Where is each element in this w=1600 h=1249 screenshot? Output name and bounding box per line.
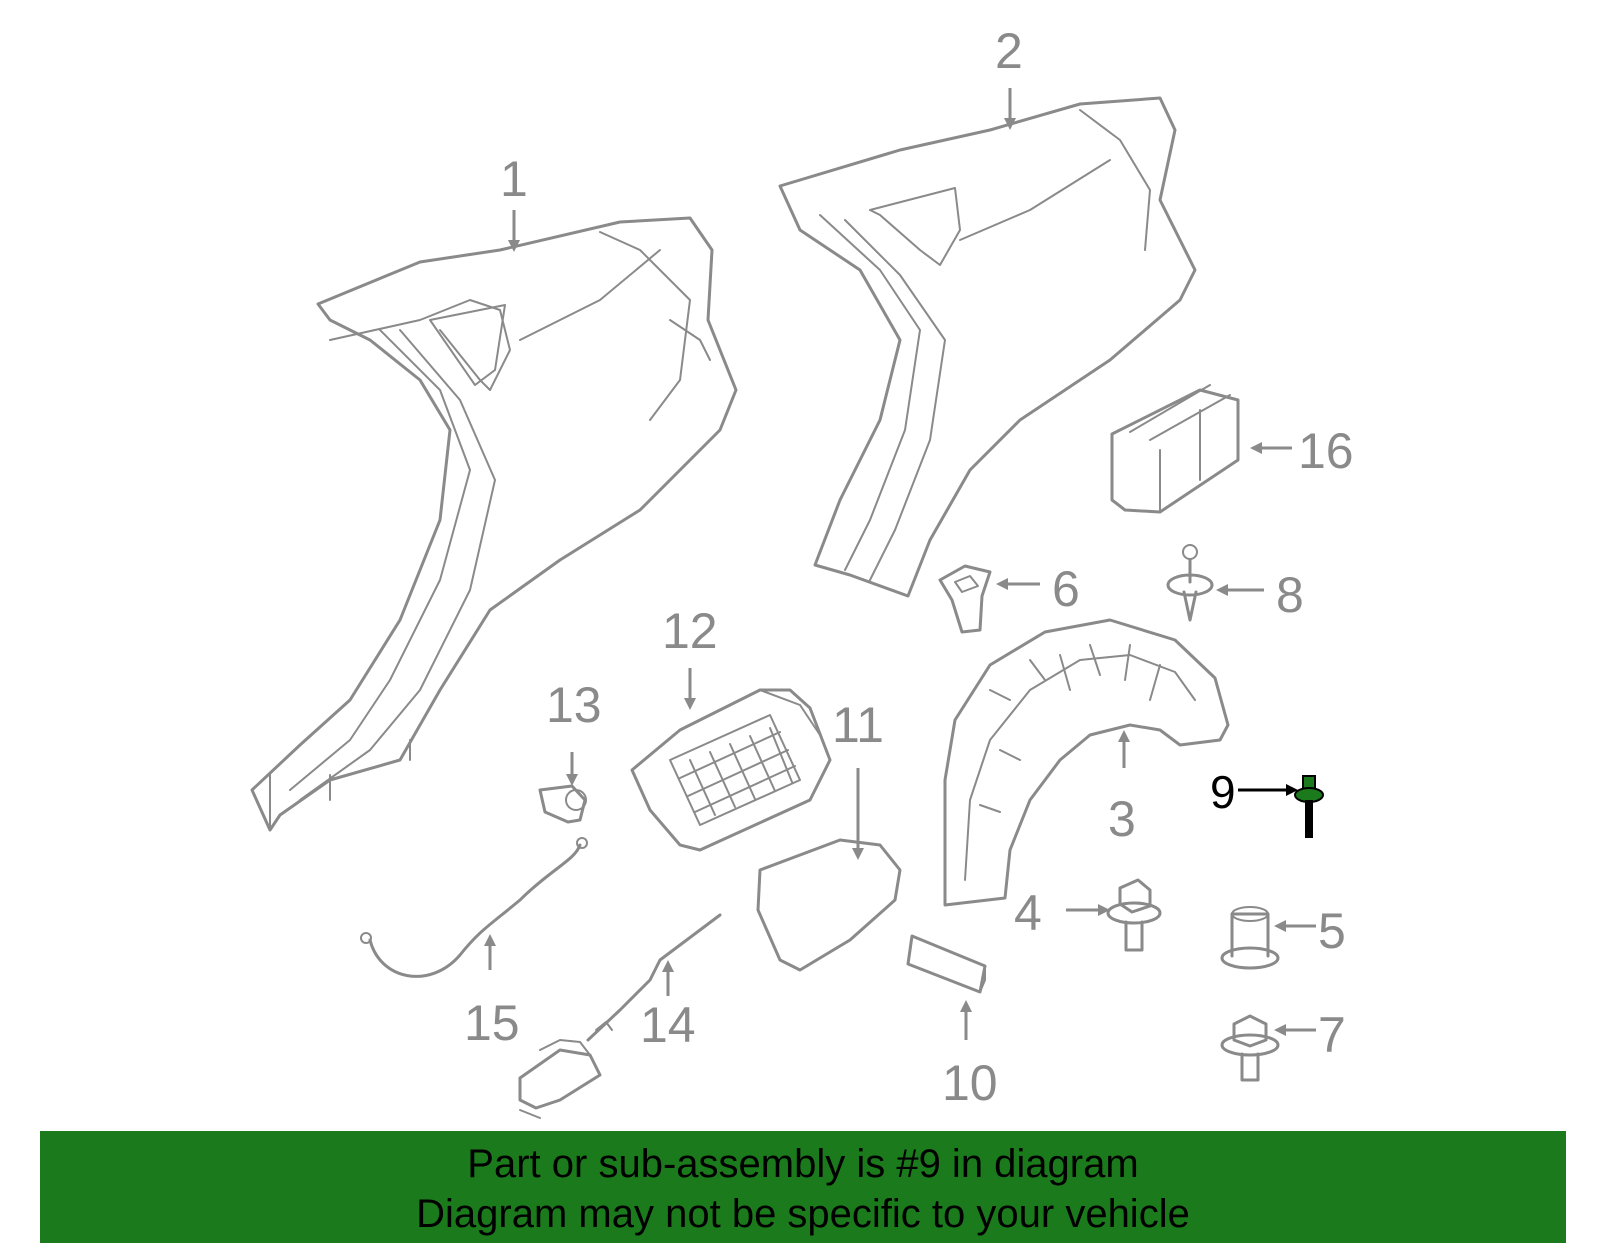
callout-1: 1 <box>500 151 528 207</box>
part-12-fuel-filler-housing[interactable] <box>630 688 832 852</box>
callout-5: 5 <box>1318 903 1346 959</box>
callout-6: 6 <box>1052 561 1080 617</box>
callout-15: 15 <box>464 995 520 1051</box>
callout-13: 13 <box>546 677 602 733</box>
part-14-actuator[interactable] <box>518 913 722 1119</box>
banner-line-2: Diagram may not be specific to your vehi… <box>416 1192 1190 1236</box>
part-5-nut-insert[interactable] <box>1220 906 1280 970</box>
callout-14: 14 <box>640 997 696 1053</box>
banner-line-1: Part or sub-assembly is #9 in diagram <box>467 1142 1139 1186</box>
part-11-fuel-door[interactable] <box>756 838 902 972</box>
callout-11: 11 <box>832 697 884 753</box>
part-13-bumper[interactable] <box>538 784 587 824</box>
callout-9: 9 <box>1210 766 1236 818</box>
info-banner: Part or sub-assembly is #9 in diagram Di… <box>40 1131 1566 1243</box>
callout-2: 2 <box>995 23 1023 79</box>
callout-3: 3 <box>1108 791 1136 847</box>
part-6-clip[interactable] <box>938 564 992 634</box>
part-15-cable[interactable] <box>360 837 588 978</box>
part-1-quarter-panel-inner[interactable] <box>250 216 738 832</box>
callout-10: 10 <box>942 1055 998 1111</box>
part-9-bolt-highlighted[interactable] <box>1294 775 1324 838</box>
part-10-trim[interactable] <box>906 934 987 994</box>
part-8-push-pin[interactable] <box>1166 544 1214 622</box>
callout-7: 7 <box>1318 1007 1346 1063</box>
callout-8: 8 <box>1276 567 1304 623</box>
part-3-wheel-liner[interactable] <box>943 618 1230 907</box>
part-7-flange-bolt[interactable] <box>1220 1014 1280 1082</box>
callout-16: 16 <box>1298 423 1354 479</box>
callout-4: 4 <box>1014 885 1042 941</box>
leader-lines <box>484 88 1316 1040</box>
callout-12: 12 <box>662 603 718 659</box>
part-16-bracket[interactable] <box>1110 384 1240 514</box>
part-4-bolt[interactable] <box>1106 878 1162 952</box>
part-2-quarter-panel-outer[interactable] <box>778 96 1197 598</box>
